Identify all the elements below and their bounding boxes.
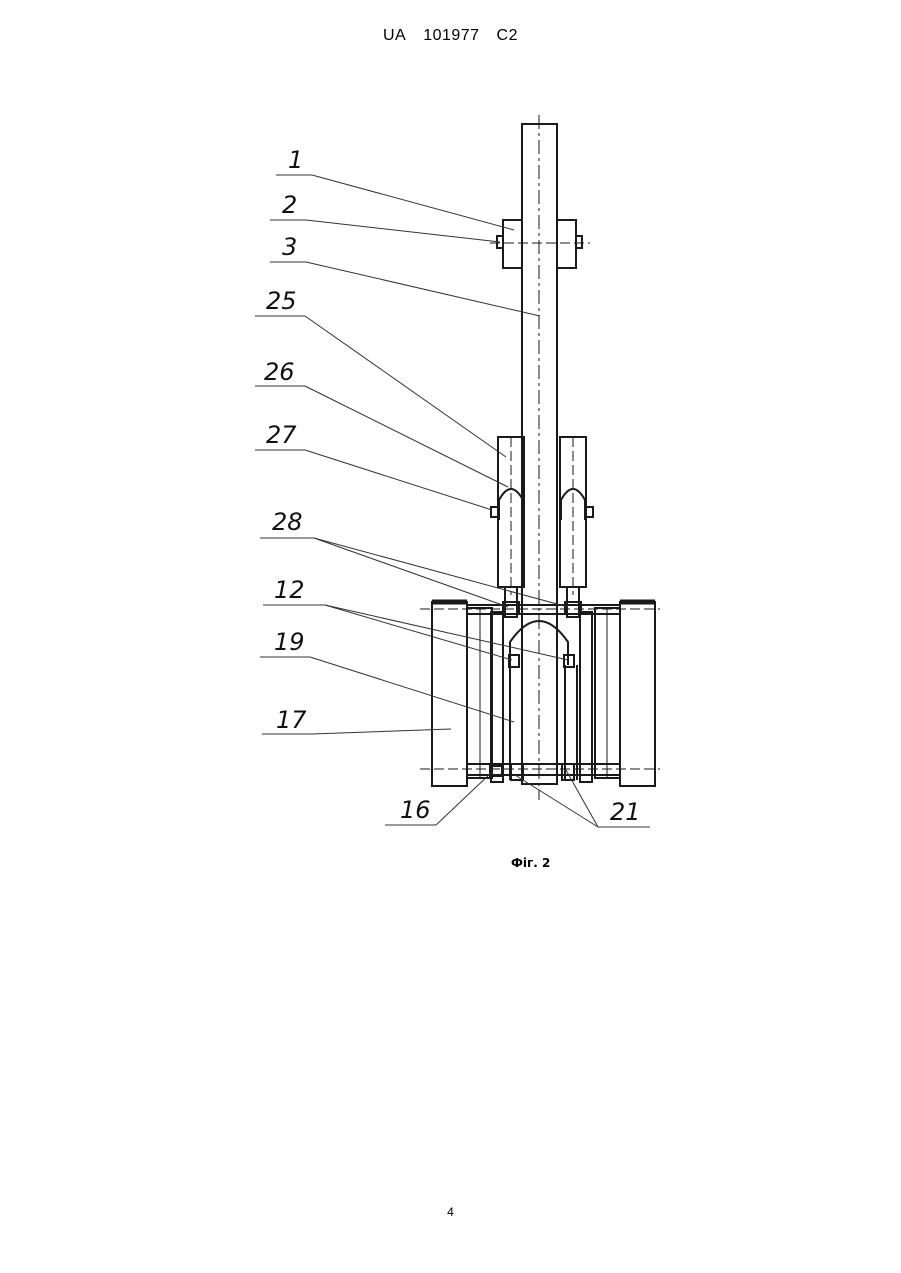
- top-roller-left: [503, 220, 522, 268]
- ref-label-17: 17: [276, 706, 307, 734]
- ref-label-16: 16: [400, 796, 431, 824]
- top-roller-right: [557, 220, 576, 268]
- ref-label-19: 19: [274, 628, 305, 656]
- ref-label-28: 28: [272, 508, 303, 536]
- ref-label-27: 27: [266, 421, 297, 449]
- ref-label-26: 26: [264, 358, 295, 386]
- ref-label-2: 2: [282, 191, 297, 219]
- technical-drawing: 1 2 3 25 26 27 28 12 19 17 16 21: [0, 0, 901, 900]
- ref-label-1: 1: [288, 146, 303, 174]
- ref-label-21: 21: [610, 798, 641, 826]
- wheel-left: [432, 602, 467, 786]
- ref-label-12: 12: [274, 576, 305, 604]
- figure-caption: Фіг. 2: [511, 856, 550, 870]
- ref-label-3: 3: [282, 233, 297, 261]
- ref-label-25: 25: [266, 287, 297, 315]
- page-number: 4: [0, 1205, 901, 1219]
- wheel-right: [620, 602, 655, 786]
